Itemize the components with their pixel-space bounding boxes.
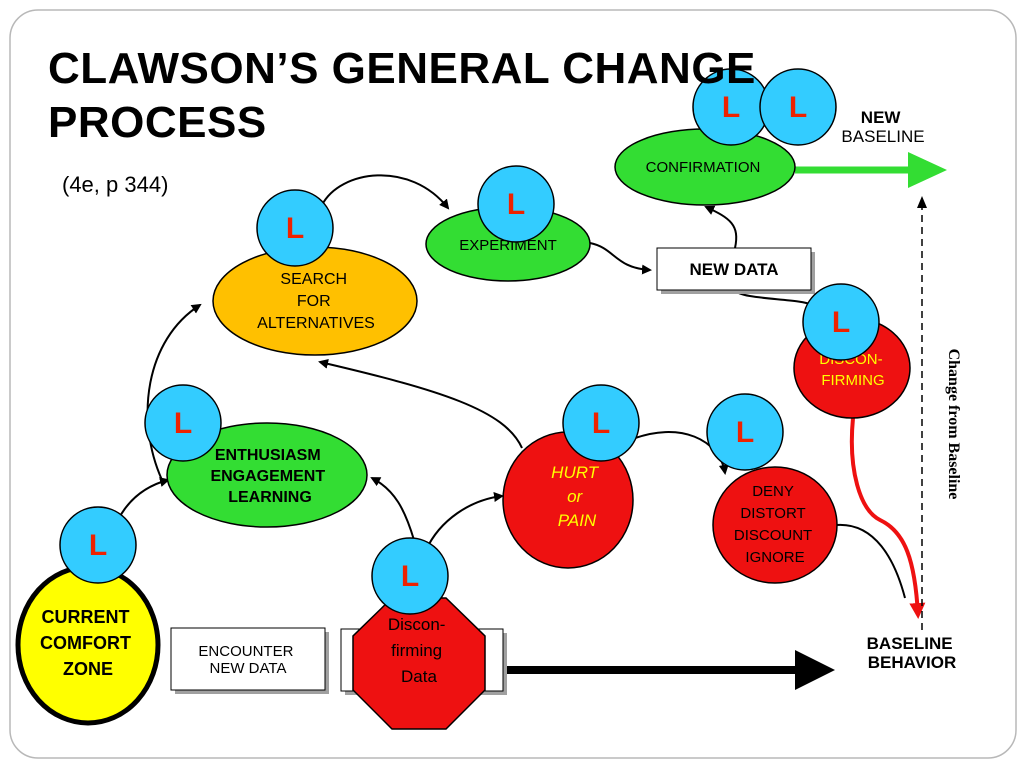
change-from-baseline-label: Change from Baseline [945, 349, 962, 500]
badge-encounter: L [59, 506, 137, 584]
deny-node [712, 466, 838, 584]
disconfirming-data-text: Discon- firming Data [388, 615, 450, 686]
badge-enthusiasm-letter: L [174, 407, 192, 440]
badge-experiment-circle [477, 165, 555, 243]
arrow-hurt-to-search [318, 358, 523, 449]
line-deny-to-baseline [835, 523, 906, 599]
page-subtitle: (4e, p 344) [62, 172, 169, 197]
title-line-2: PROCESS [48, 98, 267, 147]
confirmation-text: CONFIRMATION [646, 159, 761, 176]
badge-search-letter: L [286, 212, 304, 245]
badge-confirmation-2-letter: L [789, 91, 807, 124]
arrow-search-to-experiment [321, 174, 450, 210]
badge-hurt-circle [562, 384, 640, 462]
disconfirming-data-octagon [352, 597, 486, 730]
badge-disconfirming: L [802, 283, 880, 361]
enthusiasm-text: ENTHUSIASM ENGAGEMENT LEARNING [210, 447, 329, 506]
baseline-behavior-label: BASELINE BEHAVIOR [867, 634, 958, 672]
badge-enthusiasm-circle [144, 384, 222, 462]
new-baseline-arrowhead [908, 152, 947, 188]
badge-confirmation-2: L [759, 68, 837, 146]
arrow-newdata-to-confirmation [704, 205, 738, 249]
encounter-new-data-text: ENCOUNTER NEW DATA [198, 643, 297, 677]
badge-deny: L [706, 393, 784, 471]
page-title: CLAWSON’S GENERAL CHANGE PROCESS [48, 42, 808, 150]
deny-text: DENY DISTORT DISCOUNT IGNORE [734, 483, 816, 566]
badge-deny-letter: L [736, 416, 754, 449]
arrow-disconf-to-enthusiasm [370, 477, 415, 541]
badge-disconfirming-circle [802, 283, 880, 361]
badge-deny-circle [706, 393, 784, 471]
badge-experiment-letter: L [507, 188, 525, 221]
badge-disconfirming-data: L [371, 537, 449, 615]
badge-enthusiasm: L [144, 384, 222, 462]
badge-experiment: L [477, 165, 555, 243]
badge-confirmation-1-letter: L [722, 91, 740, 124]
badge-search: L [256, 189, 334, 267]
search-text: SEARCH FOR ALTERNATIVES [257, 271, 375, 332]
badge-disconfirming-data-circle [371, 537, 449, 615]
badge-encounter-circle [59, 506, 137, 584]
badge-hurt: L [562, 384, 640, 462]
arrow-enthusiasm-to-search [146, 303, 202, 481]
change-from-baseline-arrowhead [917, 196, 927, 208]
arrow-disconfirming-to-baseline [849, 417, 926, 619]
badge-encounter-letter: L [89, 529, 107, 562]
badge-disconfirming-data-letter: L [401, 560, 419, 593]
badge-confirmation-2-circle [759, 68, 837, 146]
new-data-box [656, 247, 812, 291]
badge-hurt-letter: L [592, 407, 610, 440]
badge-search-circle [256, 189, 334, 267]
new-data-text: NEW DATA [689, 260, 778, 279]
main-arrowhead [795, 650, 835, 690]
l-badges: L L L L L L L L L L [59, 68, 880, 615]
badge-disconfirming-letter: L [832, 306, 850, 339]
encounter-new-data-box [170, 627, 326, 691]
title-line-1: CLAWSON’S GENERAL CHANGE [48, 44, 756, 93]
badge-confirmation-1: L [692, 68, 770, 146]
current-comfort-zone-text: CURRENT COMFORT ZONE [40, 607, 136, 679]
experiment-text: EXPERIMENT [459, 237, 557, 254]
arrow-disconf-to-hurt [425, 492, 504, 551]
new-baseline-label: NEW BASELINE [841, 108, 924, 146]
hurt-text: HURT or PAIN [551, 463, 603, 530]
enthusiasm-node [166, 422, 368, 528]
arrow-experiment-to-newdata [589, 242, 652, 275]
